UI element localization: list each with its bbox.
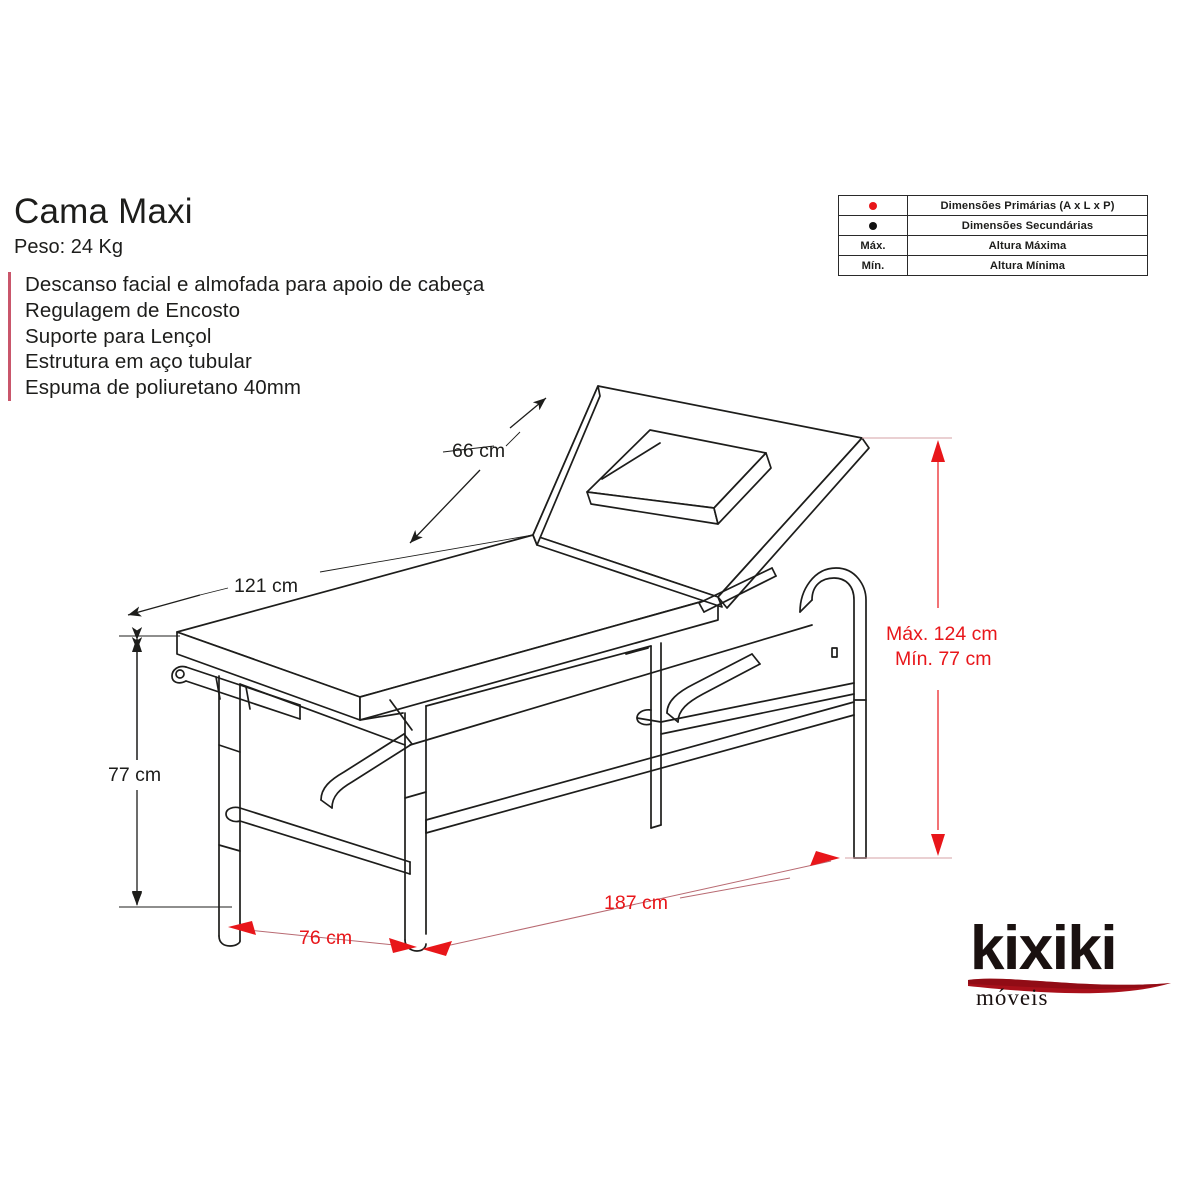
legend-table: Dimensões Primárias (A x L x P) Dimensõe… bbox=[838, 195, 1148, 276]
dimension-arrowheads-black bbox=[132, 637, 142, 906]
product-weight: Peso: 24 Kg bbox=[14, 236, 123, 258]
dimension-label-depth-backrest: 66 cm bbox=[452, 440, 505, 462]
dimension-label-height-min: Mín. 77 cm bbox=[895, 648, 991, 670]
logo-swoosh-icon bbox=[968, 978, 1171, 994]
black-dot-icon bbox=[869, 221, 877, 230]
legend-symbol-min: Mín. bbox=[838, 255, 908, 276]
page-title: Cama Maxi bbox=[14, 192, 193, 231]
list-item: Suporte para Lençol bbox=[25, 324, 212, 348]
logo-subtext: móveis bbox=[976, 985, 1049, 1010]
legend-description: Altura Mínima bbox=[907, 255, 1148, 276]
dimension-label-height-max: Máx. 124 cm bbox=[886, 623, 998, 645]
legend-description: Dimensões Secundárias bbox=[907, 215, 1148, 236]
list-item: Espuma de poliuretano 40mm bbox=[25, 376, 302, 400]
list-item: Descanso facial e almofada para apoio de… bbox=[25, 273, 485, 296]
legend-symbol-max: Máx. bbox=[838, 235, 908, 256]
primary-dimension-annotations bbox=[237, 437, 952, 949]
list-item: Estrutura em aço tubular bbox=[25, 350, 252, 374]
logo-wordmark: kixiki bbox=[970, 914, 1118, 983]
table-row: Mín. Altura Mínima bbox=[838, 255, 1148, 276]
brand-logo: kixiki móveis bbox=[960, 918, 1175, 1028]
table-row: Dimensões Secundárias bbox=[838, 215, 1148, 236]
bed-line-art bbox=[171, 385, 870, 952]
dimension-label-width-top: 121 cm bbox=[234, 575, 298, 597]
dimension-label-height-secondary: 77 cm bbox=[108, 764, 161, 786]
dimension-arrowheads-red bbox=[228, 440, 945, 956]
list-item: Regulagem de Encosto bbox=[25, 298, 241, 322]
red-dot-icon bbox=[869, 201, 877, 210]
secondary-dimension-annotations bbox=[119, 397, 547, 908]
dimension-label-depth-base: 76 cm bbox=[299, 927, 352, 949]
dimension-label-length-base: 187 cm bbox=[604, 892, 668, 914]
title-block: Cama Maxi Peso: 24 Kg bbox=[14, 192, 574, 260]
feature-list: Descanso facial e almofada para apoio de… bbox=[8, 272, 568, 401]
